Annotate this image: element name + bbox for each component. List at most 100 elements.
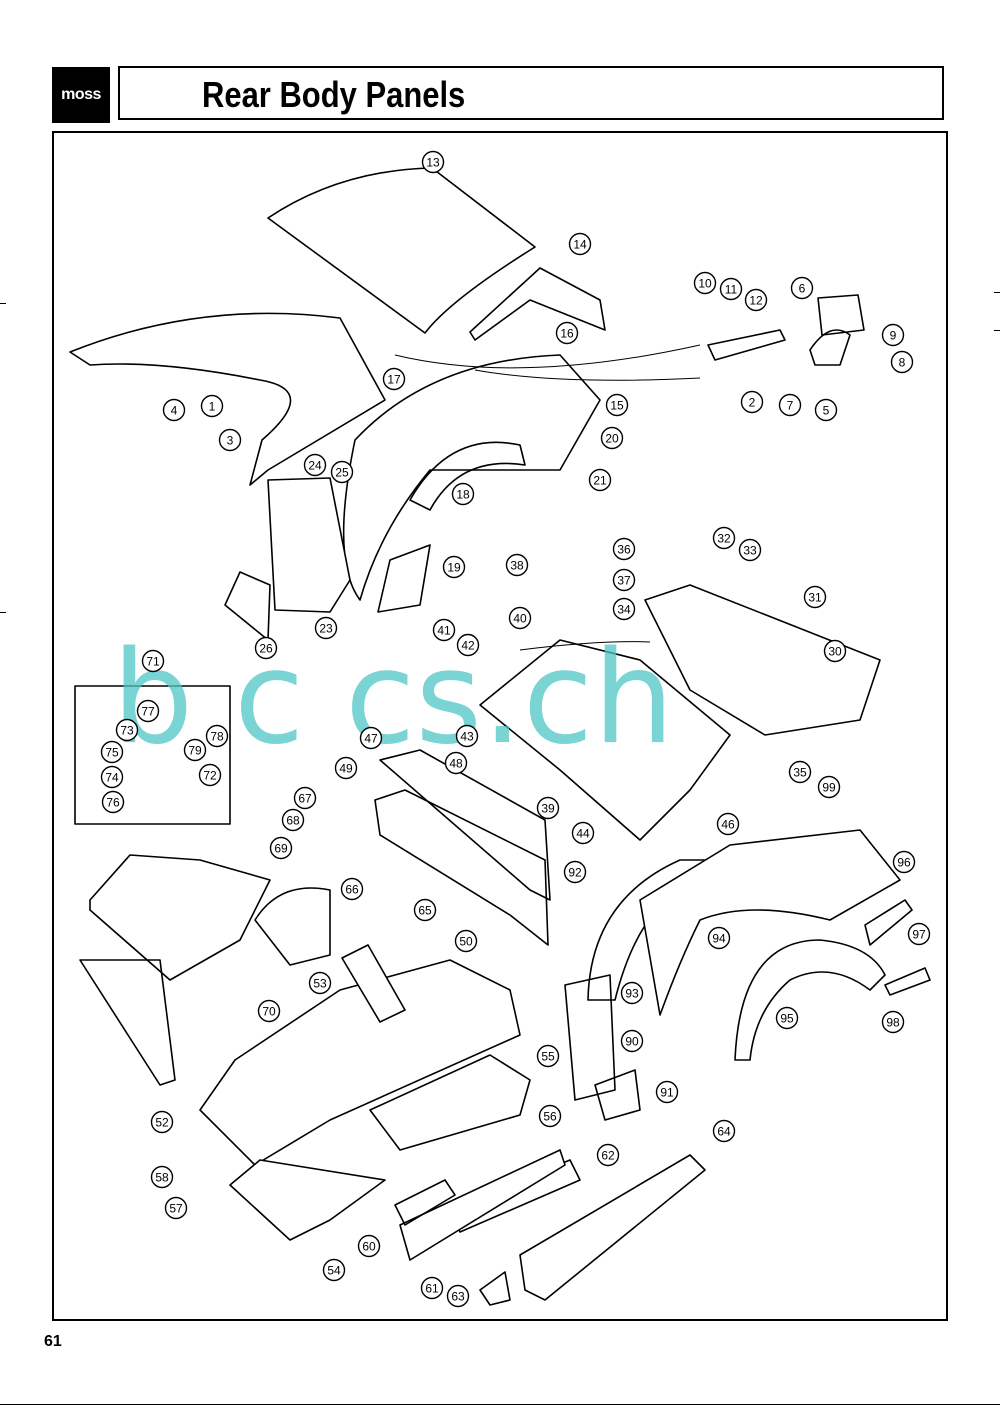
callout-label: 1 bbox=[209, 400, 216, 414]
callout-label: 56 bbox=[543, 1110, 557, 1124]
callout-circle bbox=[605, 393, 629, 417]
part-18-arch bbox=[409, 441, 526, 511]
page-number: 61 bbox=[44, 1333, 62, 1350]
callout-circle bbox=[432, 618, 456, 642]
callout-label: 79 bbox=[188, 744, 202, 758]
callout-circle bbox=[508, 606, 532, 630]
callout-90: 90 bbox=[620, 1029, 644, 1053]
callout-circle bbox=[446, 1284, 470, 1308]
callout-label: 57 bbox=[169, 1202, 183, 1216]
callout-64: 64 bbox=[712, 1119, 736, 1143]
callout-91: 91 bbox=[655, 1080, 679, 1104]
callout-label: 55 bbox=[541, 1050, 555, 1064]
callout-label: 77 bbox=[141, 705, 155, 719]
callout-92: 92 bbox=[563, 860, 587, 884]
part-30-deck bbox=[644, 584, 881, 736]
part-66-cover bbox=[254, 887, 331, 966]
callout-32: 32 bbox=[712, 526, 736, 550]
part-19-piece bbox=[377, 544, 431, 613]
callout-93: 93 bbox=[620, 981, 644, 1005]
callout-circle bbox=[413, 898, 437, 922]
callout-label: 48 bbox=[449, 757, 463, 771]
callout-circle bbox=[115, 718, 139, 742]
callout-circle bbox=[340, 877, 364, 901]
callout-34: 34 bbox=[612, 597, 636, 621]
callout-24: 24 bbox=[303, 453, 327, 477]
callout-label: 9 bbox=[890, 329, 897, 343]
title-box: Rear Body Panels bbox=[118, 66, 944, 120]
part-53-bracket bbox=[341, 944, 406, 1023]
callout-53: 53 bbox=[308, 971, 332, 995]
callout-circle bbox=[357, 1234, 381, 1258]
callout-54: 54 bbox=[322, 1258, 346, 1282]
part-5-bracket bbox=[809, 329, 851, 366]
callout-label: 93 bbox=[625, 987, 639, 1001]
callout-12: 12 bbox=[744, 288, 768, 312]
callout-58: 58 bbox=[150, 1165, 174, 1189]
callout-label: 70 bbox=[262, 1005, 276, 1019]
callout-circle bbox=[612, 568, 636, 592]
callout-98: 98 bbox=[881, 1010, 905, 1034]
callout-circle bbox=[198, 763, 222, 787]
part-49-rail bbox=[374, 789, 549, 946]
part-55-panel bbox=[369, 1054, 531, 1151]
callout-label: 8 bbox=[899, 356, 906, 370]
callout-circle bbox=[150, 1165, 174, 1189]
callout-55: 55 bbox=[536, 1044, 560, 1068]
callout-39: 39 bbox=[536, 796, 560, 820]
part-97-strip bbox=[864, 899, 913, 946]
callout-label: 19 bbox=[447, 561, 461, 575]
callout-label: 97 bbox=[912, 928, 926, 942]
callout-37: 37 bbox=[612, 568, 636, 592]
part-91-bracket bbox=[594, 1069, 641, 1121]
callout-label: 6 bbox=[799, 282, 806, 296]
callout-circle bbox=[788, 760, 812, 784]
callout-circle bbox=[455, 724, 479, 748]
callout-circle bbox=[456, 633, 480, 657]
part-69-inner-wing bbox=[89, 854, 271, 981]
callout-circle bbox=[712, 1119, 736, 1143]
callout-circle bbox=[269, 836, 293, 860]
callout-label: 61 bbox=[425, 1282, 439, 1296]
callout-label: 40 bbox=[513, 612, 527, 626]
callout-label: 65 bbox=[418, 904, 432, 918]
callout-circle bbox=[218, 428, 242, 452]
callout-56: 56 bbox=[538, 1104, 562, 1128]
callout-circle bbox=[881, 1010, 905, 1034]
callout-circle bbox=[162, 398, 186, 422]
callout-20: 20 bbox=[600, 426, 624, 450]
part-23-panel bbox=[267, 477, 351, 613]
part-39-floor bbox=[479, 639, 731, 841]
callout-circle bbox=[612, 597, 636, 621]
callout-label: 78 bbox=[210, 730, 224, 744]
callout-label: 76 bbox=[106, 796, 120, 810]
callout-97: 97 bbox=[907, 922, 931, 946]
inset-box-71 bbox=[74, 685, 231, 825]
callout-96: 96 bbox=[892, 850, 916, 874]
callout-circle bbox=[892, 850, 916, 874]
part-95-arch bbox=[734, 939, 886, 1061]
callout-15: 15 bbox=[605, 393, 629, 417]
callout-9: 9 bbox=[881, 323, 905, 347]
callout-circle bbox=[314, 616, 338, 640]
callout-label: 68 bbox=[286, 814, 300, 828]
callout-7: 7 bbox=[778, 393, 802, 417]
callout-circle bbox=[382, 367, 406, 391]
callout-circle bbox=[555, 321, 579, 345]
callout-label: 5 bbox=[823, 404, 830, 418]
callout-label: 74 bbox=[105, 771, 119, 785]
callout-circle bbox=[281, 808, 305, 832]
callout-label: 54 bbox=[327, 1264, 341, 1278]
callout-79: 79 bbox=[183, 738, 207, 762]
callout-label: 34 bbox=[617, 603, 631, 617]
callout-6: 6 bbox=[790, 276, 814, 300]
part-94-outer-wing bbox=[639, 829, 901, 1016]
callout-circle bbox=[164, 1196, 188, 1220]
callout-circle bbox=[100, 740, 124, 764]
callout-label: 67 bbox=[298, 792, 312, 806]
callout-circle bbox=[588, 468, 612, 492]
callout-63: 63 bbox=[446, 1284, 470, 1308]
callout-circle bbox=[254, 636, 278, 660]
callout-circle bbox=[421, 150, 445, 174]
